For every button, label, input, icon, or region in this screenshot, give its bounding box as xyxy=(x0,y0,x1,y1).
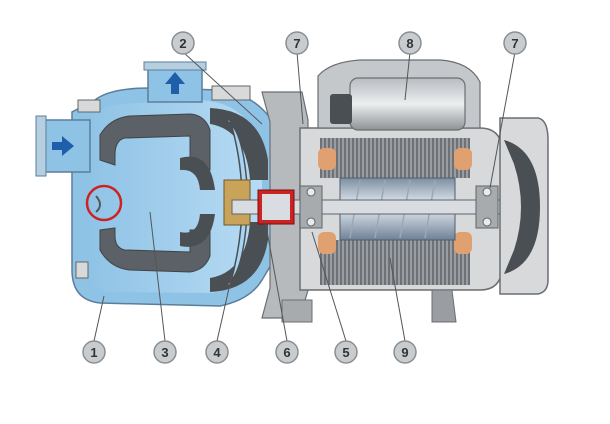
water-chamber xyxy=(88,100,262,293)
winding-top-right xyxy=(454,148,472,170)
bearing-front xyxy=(299,185,323,229)
callout-5-label: 5 xyxy=(342,345,349,360)
callout-7-front: 7 xyxy=(285,31,309,55)
suction-flow-arrow-icon xyxy=(52,136,74,156)
fan-cover xyxy=(499,117,549,295)
callout-3: 3 xyxy=(153,340,177,364)
flow-arrows xyxy=(52,72,185,156)
winding-bottom-right xyxy=(454,232,472,254)
callout-7-front-label: 7 xyxy=(293,36,300,51)
leader-lines xyxy=(93,51,516,342)
callout-7-rear-label: 7 xyxy=(511,36,518,51)
stator xyxy=(320,138,470,178)
callout-2: 2 xyxy=(171,31,195,55)
callout-6-label: 6 xyxy=(283,345,290,360)
callout-8-label: 8 xyxy=(406,36,413,51)
callout-1: 1 xyxy=(82,340,106,364)
diffuser xyxy=(99,108,268,292)
callout-4-label: 4 xyxy=(213,345,221,360)
callout-9-label: 9 xyxy=(401,345,408,360)
winding-top-left xyxy=(318,148,336,170)
callout-7-rear: 7 xyxy=(503,31,527,55)
capacitor xyxy=(330,77,466,131)
callout-2-label: 2 xyxy=(179,36,186,51)
winding-bottom-left xyxy=(318,232,336,254)
discharge-flow-arrow-icon xyxy=(165,72,185,94)
bearing-rear xyxy=(475,185,499,229)
callout-5: 5 xyxy=(334,340,358,364)
callout-6: 6 xyxy=(275,340,299,364)
callout-9: 9 xyxy=(393,340,417,364)
cooling-fan xyxy=(504,140,540,274)
callout-1-label: 1 xyxy=(90,345,97,360)
callout-3-label: 3 xyxy=(161,345,168,360)
ejector-highlight xyxy=(85,184,123,222)
callout-4: 4 xyxy=(205,340,229,364)
callout-8: 8 xyxy=(398,31,422,55)
